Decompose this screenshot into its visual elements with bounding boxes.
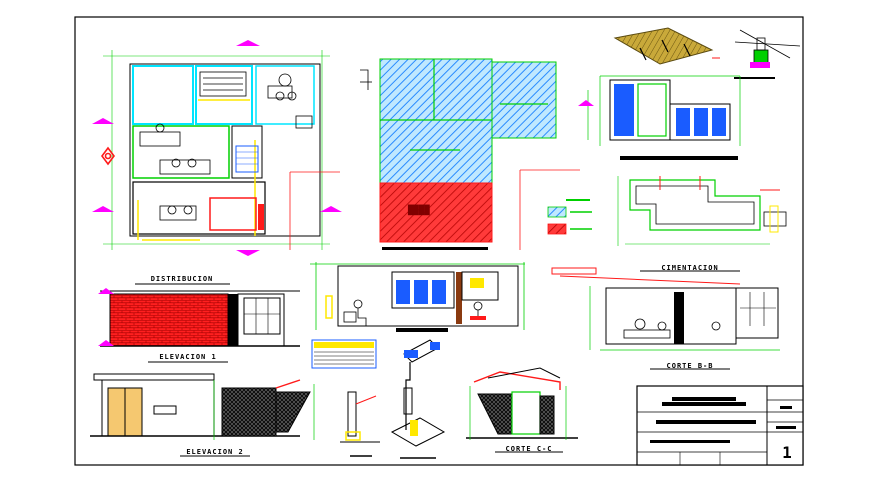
elevation-1: ELEVACION 1 bbox=[98, 288, 300, 363]
elevation-1-label: ELEVACION 1 bbox=[159, 353, 216, 361]
foundation-label: CIMENTACION bbox=[661, 264, 718, 272]
roof-plan: ████ bbox=[289, 58, 580, 250]
construction-details bbox=[340, 339, 446, 459]
svg-text:████: ████ bbox=[407, 204, 430, 216]
sheet-border bbox=[74, 16, 804, 466]
hatch-legend bbox=[547, 199, 592, 235]
section-b-label: CORTE B-B bbox=[667, 362, 714, 370]
elevation-2-label: ELEVACION 2 bbox=[186, 448, 243, 456]
plan-label: DISTRIBUCION bbox=[151, 275, 214, 283]
floor-plan: DISTRIBUCION bbox=[92, 40, 342, 285]
schedule-table bbox=[311, 339, 377, 369]
sheet-number: 1 bbox=[782, 443, 792, 462]
elevation-2: ELEVACION 2 bbox=[90, 373, 315, 457]
section-center bbox=[310, 262, 525, 332]
section-c-c: CORTE C-C bbox=[466, 367, 578, 453]
section-c-label: CORTE C-C bbox=[506, 445, 553, 453]
elevation-section-a bbox=[578, 75, 741, 160]
foundation-plan: CIMENTACION bbox=[617, 176, 787, 273]
roof-isometric bbox=[613, 27, 801, 79]
title-block: 1 bbox=[636, 385, 804, 466]
section-b-b: CORTE B-B bbox=[551, 267, 780, 370]
